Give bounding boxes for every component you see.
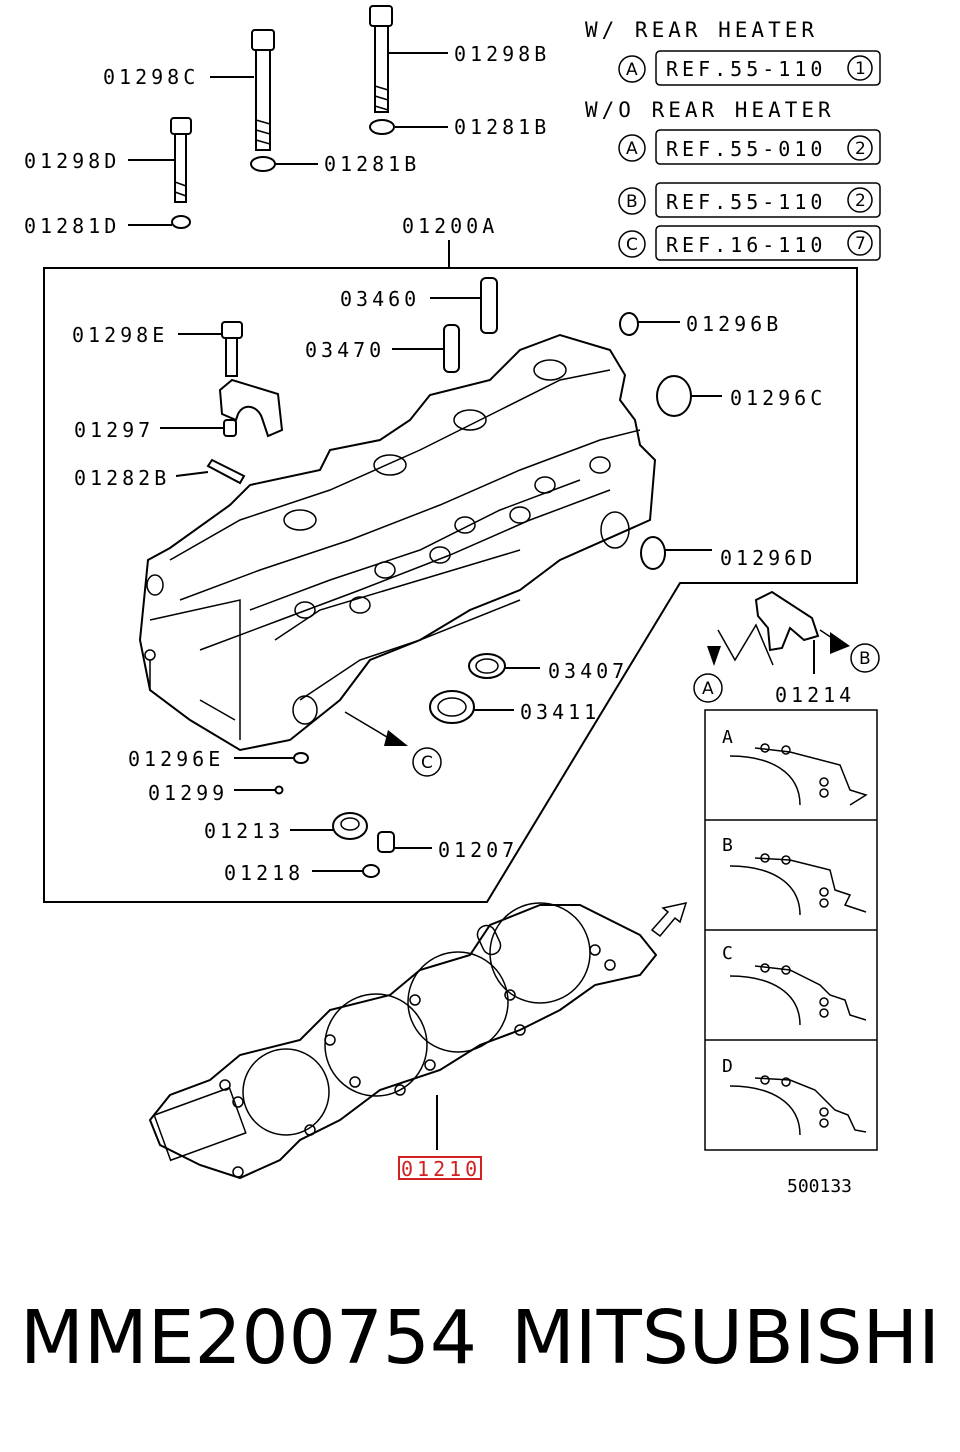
bolt-01298e[interactable] xyxy=(221,321,243,377)
label-01282b: 01282B xyxy=(74,466,170,490)
fitting-01214[interactable] xyxy=(754,590,820,652)
ref-circle-2 xyxy=(618,134,646,162)
part-number: MME200754 xyxy=(20,1295,477,1381)
ref-box-1-text: REF.55-110 xyxy=(666,57,826,81)
label-01207: 01207 xyxy=(438,838,518,862)
variant-d-label: D xyxy=(722,1056,733,1077)
bolt-01298d[interactable] xyxy=(170,117,192,203)
ref-circle-3-letter: B xyxy=(626,192,638,212)
bolt-01298b[interactable] xyxy=(369,5,393,113)
washer-01281b-lower[interactable] xyxy=(250,156,276,172)
circle-b xyxy=(850,643,880,673)
ref-box-2-num-circle xyxy=(847,135,873,161)
label-03470: 03470 xyxy=(305,338,385,362)
label-01299: 01299 xyxy=(148,781,228,805)
ref-box-3-text: REF.55-110 xyxy=(666,190,826,214)
ref-box-1-num: 1 xyxy=(855,59,866,79)
ball-01299[interactable] xyxy=(274,785,284,795)
assembly-boundary xyxy=(43,267,858,903)
pin-03460[interactable] xyxy=(480,277,498,334)
cylinder-head-body xyxy=(138,333,657,752)
ref-box-3-num: 2 xyxy=(855,191,866,211)
variant-b-label: B xyxy=(722,835,733,856)
plug-01296d[interactable] xyxy=(640,536,666,570)
with-rear-heater-heading: W/ REAR HEATER xyxy=(585,18,818,42)
ref-box-4-text: REF.16-110 xyxy=(666,233,826,257)
circle-c-letter: C xyxy=(421,753,433,773)
ref-box-1[interactable] xyxy=(655,50,881,86)
ref-box-2[interactable] xyxy=(655,129,881,165)
brand-name: MITSUBISHI xyxy=(510,1295,940,1381)
label-01218: 01218 xyxy=(224,861,304,885)
ref-circle-2-letter: A xyxy=(626,139,638,159)
label-01296e: 01296E xyxy=(128,747,224,771)
ref-box-2-text: REF.55-010 xyxy=(666,137,826,161)
circle-a xyxy=(693,673,723,703)
label-01296b: 01296B xyxy=(686,312,782,336)
bearing-cap-01297[interactable] xyxy=(218,378,284,438)
seal-01213[interactable] xyxy=(332,812,368,840)
seal-03407[interactable] xyxy=(468,653,506,679)
label-03460: 03460 xyxy=(340,287,420,311)
label-01298d: 01298D xyxy=(24,149,120,173)
sleeve-01207[interactable] xyxy=(377,831,395,853)
ref-box-2-num: 2 xyxy=(855,139,866,159)
label-01281b-upper: 01281B xyxy=(454,115,550,139)
ref-box-4-num-circle xyxy=(847,230,873,256)
ref-box-4-num: 7 xyxy=(855,234,866,254)
plug-01296e[interactable] xyxy=(293,752,309,764)
ref-circle-1 xyxy=(618,55,646,83)
plug-01296c[interactable] xyxy=(656,375,692,417)
gasket-variants: A B C D xyxy=(704,709,878,1151)
circle-c xyxy=(412,747,442,777)
washer-01281d[interactable] xyxy=(171,215,191,229)
ref-circle-4-letter: C xyxy=(626,235,638,255)
label-01297: 01297 xyxy=(74,418,154,442)
washer-01281b-upper[interactable] xyxy=(369,119,395,135)
label-01281d: 01281D xyxy=(24,214,120,238)
variant-c-label: C xyxy=(722,943,733,964)
ref-circle-4 xyxy=(618,230,646,258)
ref-circle-1-letter: A xyxy=(626,60,638,80)
circle-b-letter: B xyxy=(859,649,871,669)
label-01210: 01210 xyxy=(401,1157,481,1181)
label-01298e: 01298E xyxy=(72,323,168,347)
arrow-to-a-icon xyxy=(707,646,721,666)
label-01214: 01214 xyxy=(775,683,855,707)
arrow-to-c-icon xyxy=(384,730,408,746)
plug-01296b[interactable] xyxy=(619,312,639,336)
stud-01282b[interactable] xyxy=(206,458,246,485)
label-01200a: 01200A xyxy=(402,214,498,238)
label-01281b-lower: 01281B xyxy=(324,152,420,176)
label-03407: 03407 xyxy=(548,659,628,683)
footer: MME200754 MITSUBISHI xyxy=(20,1295,940,1385)
nut-01218[interactable] xyxy=(362,864,380,878)
without-rear-heater-heading: W/O REAR HEATER xyxy=(585,98,835,122)
ref-box-3-num-circle xyxy=(847,187,873,213)
label-03411: 03411 xyxy=(520,700,600,724)
pin-03470[interactable] xyxy=(443,324,460,373)
ref-box-3[interactable] xyxy=(655,182,881,218)
label-01298b: 01298B xyxy=(454,42,550,66)
head-gasket-01210[interactable] xyxy=(148,902,658,1180)
arrow-outline-icon xyxy=(650,901,688,938)
bolt-01298c[interactable] xyxy=(251,29,275,151)
circle-a-letter: A xyxy=(702,679,714,699)
reference-table: W/ REAR HEATER A REF.55-110 1 W/O REAR H… xyxy=(585,18,881,261)
variant-a-label: A xyxy=(722,727,733,748)
label-01213: 01213 xyxy=(204,819,284,843)
diagram-number: 500133 xyxy=(787,1176,852,1197)
label-01296d: 01296D xyxy=(720,546,816,570)
ref-box-4[interactable] xyxy=(655,225,881,261)
seal-03411[interactable] xyxy=(429,690,475,724)
ref-box-1-num-circle xyxy=(847,55,873,81)
label-01296c: 01296C xyxy=(730,386,826,410)
highlight-box xyxy=(398,1156,482,1180)
arrow-to-b-icon xyxy=(830,632,850,654)
ref-circle-3 xyxy=(618,187,646,215)
label-01298c: 01298C xyxy=(103,65,199,89)
